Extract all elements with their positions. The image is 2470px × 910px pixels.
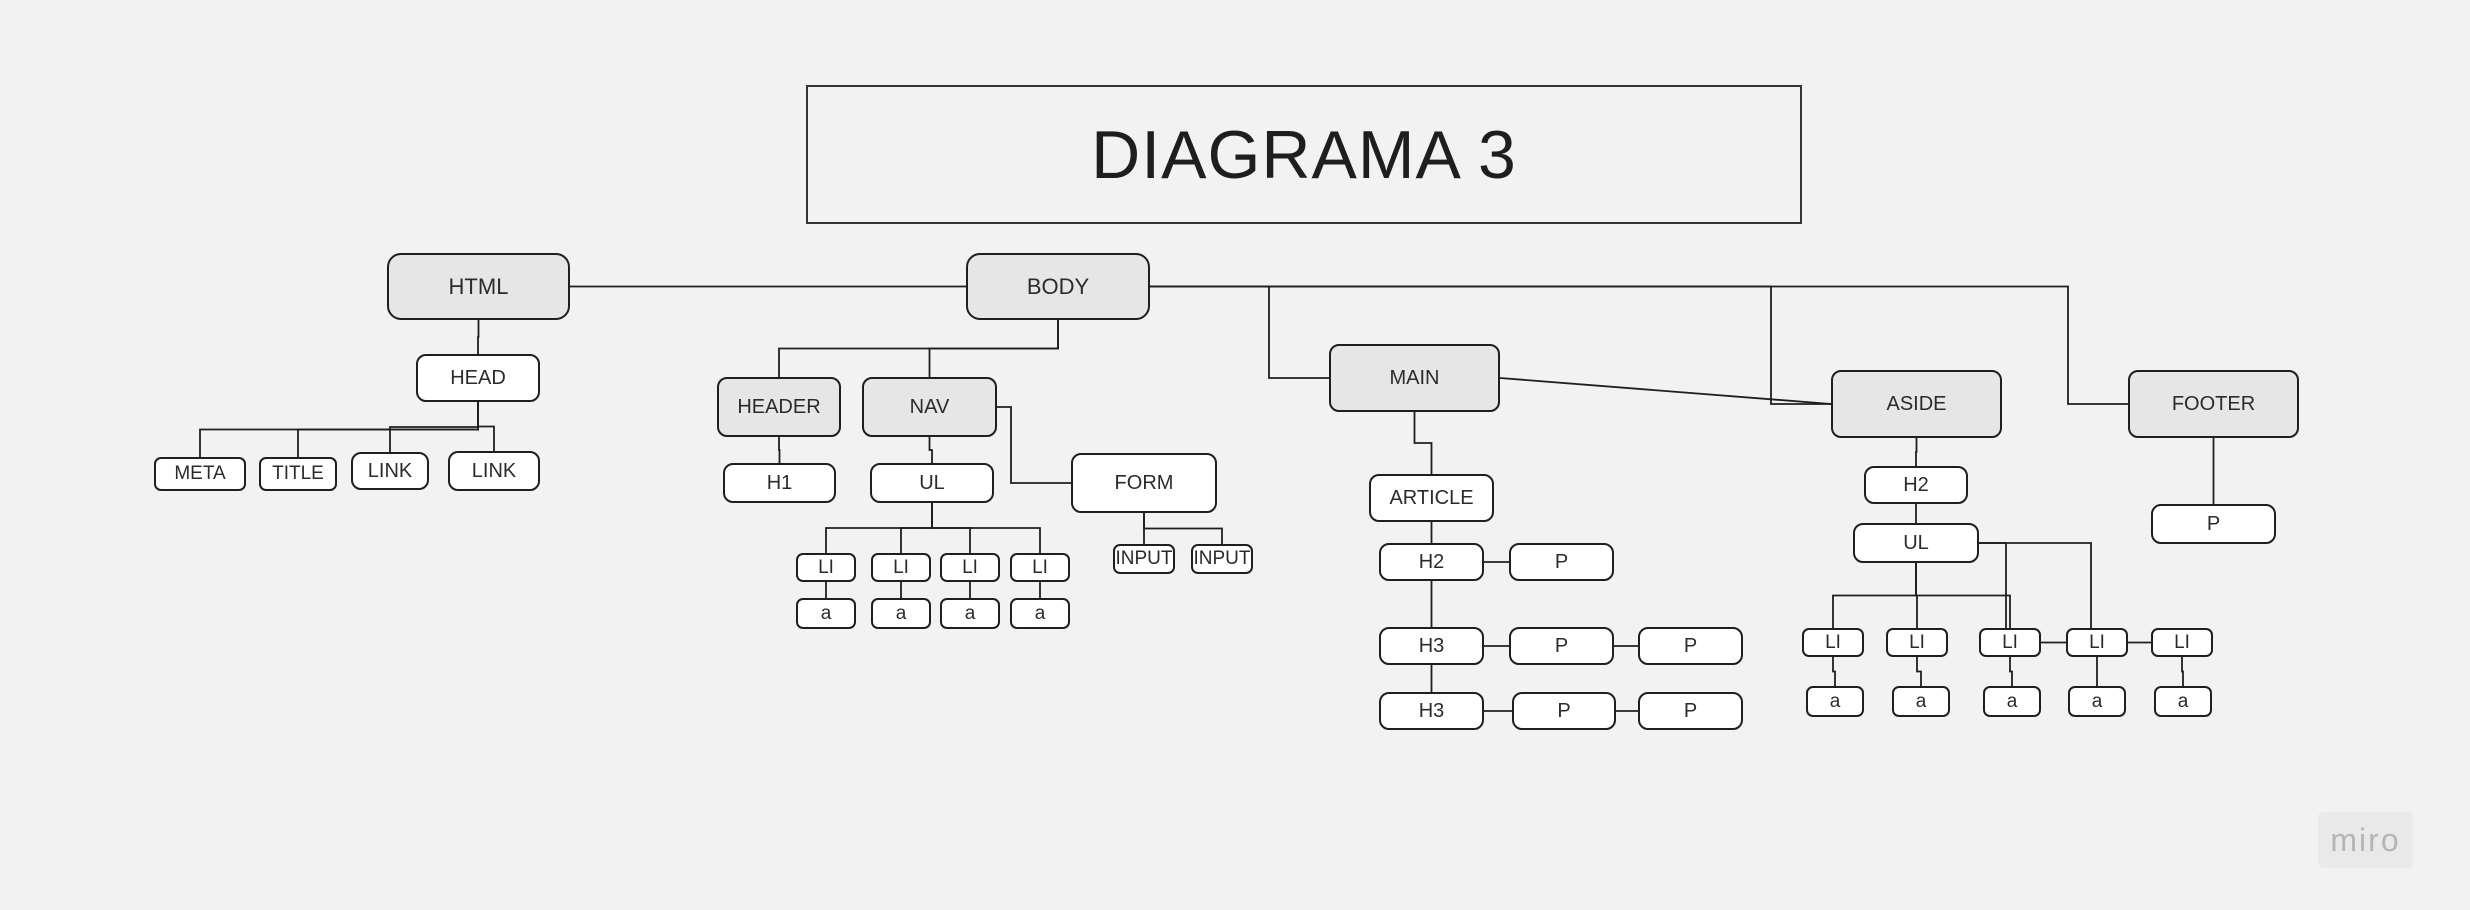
node-input1[interactable]: INPUT xyxy=(1113,544,1175,574)
node-aside-a1[interactable]: a xyxy=(1806,686,1864,717)
edge-body-to-nav xyxy=(928,320,1059,377)
node-meta[interactable]: META xyxy=(154,457,246,491)
edge-aside-li3-to-aside-a3 xyxy=(2009,657,2013,686)
node-art-p5[interactable]: P xyxy=(1638,692,1743,730)
node-article[interactable]: ARTICLE xyxy=(1369,474,1494,522)
edge-nav-to-form xyxy=(997,406,1071,484)
edge-main-to-aside xyxy=(1499,377,1832,405)
node-link1[interactable]: LINK xyxy=(351,452,429,490)
node-aside-li2[interactable]: LI xyxy=(1886,628,1948,657)
node-art-p3[interactable]: P xyxy=(1638,627,1743,665)
node-art-h2[interactable]: H2 xyxy=(1379,543,1484,581)
node-footer[interactable]: FOOTER xyxy=(2128,370,2299,438)
edge-aside-to-aside-h2 xyxy=(1915,438,1918,466)
edge-head-to-link2 xyxy=(477,402,495,451)
node-link2[interactable]: LINK xyxy=(448,451,540,491)
node-header[interactable]: HEADER xyxy=(717,377,841,437)
node-head[interactable]: HEAD xyxy=(416,354,540,402)
node-nav[interactable]: NAV xyxy=(862,377,997,437)
node-nav-a2[interactable]: a xyxy=(871,598,931,629)
node-html[interactable]: HTML xyxy=(387,253,570,320)
edge-head-to-link1 xyxy=(389,402,479,452)
node-nav-li1[interactable]: LI xyxy=(796,553,856,582)
diagram-title: DIAGRAMA 3 xyxy=(806,85,1802,224)
node-aside-h2[interactable]: H2 xyxy=(1864,466,1968,504)
node-aside-li4[interactable]: LI xyxy=(2066,628,2128,657)
edge-head-to-title xyxy=(297,402,479,457)
node-h1[interactable]: H1 xyxy=(723,463,836,503)
node-title[interactable]: TITLE xyxy=(259,457,337,491)
node-aside-li3[interactable]: LI xyxy=(1979,628,2041,657)
node-art-h3b[interactable]: H3 xyxy=(1379,692,1484,730)
node-main[interactable]: MAIN xyxy=(1329,344,1500,412)
node-art-p1[interactable]: P xyxy=(1509,543,1614,581)
edge-main-to-article xyxy=(1413,412,1433,474)
edge-aside-li2-to-aside-a2 xyxy=(1916,657,1922,686)
node-aside-ul[interactable]: UL xyxy=(1853,523,1979,563)
edge-body-to-main xyxy=(1150,285,1329,379)
edge-body-to-footer xyxy=(1150,285,2128,405)
edge-html-to-head xyxy=(477,320,480,354)
node-aside-a5[interactable]: a xyxy=(2154,686,2212,717)
node-aside[interactable]: ASIDE xyxy=(1831,370,2002,438)
node-nav-a3[interactable]: a xyxy=(940,598,1000,629)
node-nav-li4[interactable]: LI xyxy=(1010,553,1070,582)
edge-aside-ul-to-aside-li3 xyxy=(1915,563,2011,628)
node-aside-a3[interactable]: a xyxy=(1983,686,2041,717)
node-nav-ul[interactable]: UL xyxy=(870,463,994,503)
edge-nav-ul-to-nav-li4 xyxy=(931,503,1041,553)
edge-form-to-input2 xyxy=(1143,513,1223,544)
node-body[interactable]: BODY xyxy=(966,253,1150,320)
node-input2[interactable]: INPUT xyxy=(1191,544,1253,574)
edge-nav-to-nav-ul xyxy=(928,437,933,463)
edge-header-to-h1 xyxy=(778,437,781,463)
node-nav-li2[interactable]: LI xyxy=(871,553,931,582)
node-art-p4[interactable]: P xyxy=(1512,692,1616,730)
node-nav-li3[interactable]: LI xyxy=(940,553,1000,582)
node-nav-a4[interactable]: a xyxy=(1010,598,1070,629)
edge-aside-li5-to-aside-a5 xyxy=(2181,657,2184,686)
node-aside-a2[interactable]: a xyxy=(1892,686,1950,717)
node-art-h3a[interactable]: H3 xyxy=(1379,627,1484,665)
node-form[interactable]: FORM xyxy=(1071,453,1217,513)
edge-aside-li1-to-aside-a1 xyxy=(1832,657,1836,686)
miro-logo: miro xyxy=(2318,812,2413,868)
node-nav-a1[interactable]: a xyxy=(796,598,856,629)
node-aside-li1[interactable]: LI xyxy=(1802,628,1864,657)
edge-nav-ul-to-nav-li2 xyxy=(900,503,933,553)
node-aside-a4[interactable]: a xyxy=(2068,686,2126,717)
edge-aside-ul-to-aside-li1 xyxy=(1832,563,1917,628)
node-aside-li5[interactable]: LI xyxy=(2151,628,2213,657)
node-art-p2[interactable]: P xyxy=(1509,627,1614,665)
node-footer-p[interactable]: P xyxy=(2151,504,2276,544)
